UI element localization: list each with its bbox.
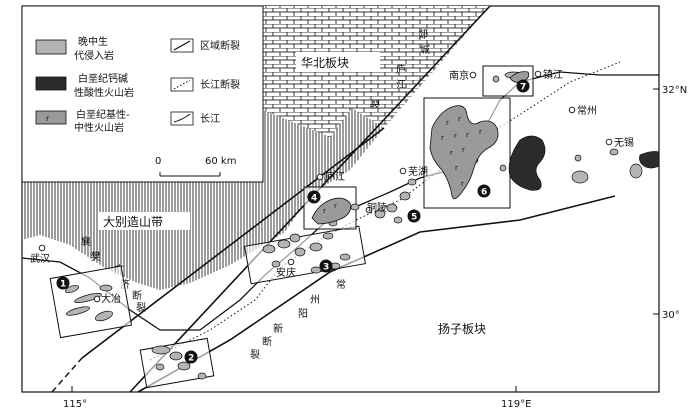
changzhou-fault [137,195,616,393]
scale-zero: 0 [155,156,161,167]
changzhou-char-3: 阳 [298,308,308,320]
legend-item2-line1: 白垩纪钙碱 [78,72,128,85]
legend-box [21,5,264,183]
dabie-orogen-area [22,108,384,290]
changzhou-char-1: 常 [336,278,346,291]
lon-label-115: 115° [63,399,87,410]
legend-item3-line1: 白垩纪基性- [76,108,130,121]
svg-text:r: r [454,132,457,140]
svg-text:r: r [479,128,482,136]
legend-yangtze-fault-swatch [170,77,194,92]
legend-item5: 长江断裂 [200,78,240,91]
dabie-label-bg [98,212,190,230]
city-wuhu: 芜湖 [408,165,428,178]
city-anqing: 安庆 [276,266,296,279]
tanlu-char-2: 城 [420,44,430,56]
city-nanjing: 南京 [449,69,469,82]
svg-text:r: r [458,115,461,123]
svg-text:r: r [441,134,444,142]
legend-item4: 区域断裂 [200,39,240,52]
tanlu-char-1: 郯 [418,28,428,41]
xiangfan-char-4: 济 [120,278,130,291]
lon-label-119: 119°E [501,399,531,410]
city-daye: 大冶 [101,292,121,305]
svg-text:r: r [323,207,326,215]
svg-text:r: r [461,180,464,188]
xiangfan-char-6: 裂 [136,301,146,314]
tanlu-char-4: 江 [396,79,406,91]
district-7: 7 [520,83,526,93]
district-6: 6 [481,188,487,198]
legend-item6: 长江 [200,113,220,125]
legend-item2-line2: 性酸性火山岩 [74,86,134,99]
svg-text:r: r [446,119,449,127]
svg-text:r: r [455,164,458,172]
changzhou-char-2: 州 [310,294,320,306]
xiangfan-char-5: 断 [132,289,142,302]
xiangfan-fault [81,127,385,359]
xiangfan-fault-dashed [51,357,83,393]
tanlu-char-3: 庐 [396,63,406,76]
district-box-3 [244,225,366,285]
changzhou-char-4: 新 [273,322,283,335]
district-3: 3 [323,263,329,273]
svg-text:r: r [450,149,453,157]
legend-item1-line1: 晚中生 [78,35,108,48]
city-wuxi: 无锡 [614,136,634,149]
legend-river-line [173,113,191,123]
dabie-orogen-label: 大别造山带 [103,215,163,229]
lat-label-32: 32°N [662,85,687,96]
district-markers: 1 2 3 4 5 6 7 [56,79,530,364]
lat-label-30: 30° [662,310,680,321]
legend-basic-swatch-mark: r [46,114,50,123]
city-changzhou: 常州 [577,104,597,117]
district-5: 5 [411,213,417,223]
north-china-block-label: 华北板块 [301,56,349,70]
legend-acid-swatch [35,76,67,91]
legend-basic-swatch [35,110,67,125]
yangtze-block-label: 扬子板块 [438,321,486,336]
district-1: 1 [60,280,66,290]
legend-yangtze-fault-line [173,79,191,90]
legend-intrusive-swatch [35,39,67,55]
city-lujiang: 庐江 [325,170,345,183]
district-box-1 [49,265,133,339]
svg-text:r: r [466,131,469,139]
basic-volcanic-bodies [311,71,530,225]
changzhou-char-6: 裂 [250,348,260,361]
svg-text:r: r [462,146,465,154]
xiangfan-char-2: 樊 [91,250,101,263]
north-label-bg [296,52,380,72]
city-zhenjiang: 镇江 [543,68,563,81]
city-tongling: 铜陵 [367,202,387,214]
svg-text:r: r [334,202,337,210]
legend-regional-fault-line [173,40,191,51]
legend-item3-line2: 中性火山岩 [74,121,124,134]
city-markers [38,70,613,303]
xiangfan-char-1: 襄 [81,235,91,248]
acid-volcanic-bodies [508,135,660,191]
legend-item1-line2: 代侵入岩 [74,49,114,62]
district-2: 2 [188,354,194,364]
tanlu-char-5: 裂 [370,98,380,111]
yangtze-fault [149,61,621,361]
scale-distance: 60 km [205,156,236,167]
city-wuhan: 武汉 [30,252,50,265]
changzhou-char-5: 断 [262,335,272,348]
district-4: 4 [311,194,317,204]
